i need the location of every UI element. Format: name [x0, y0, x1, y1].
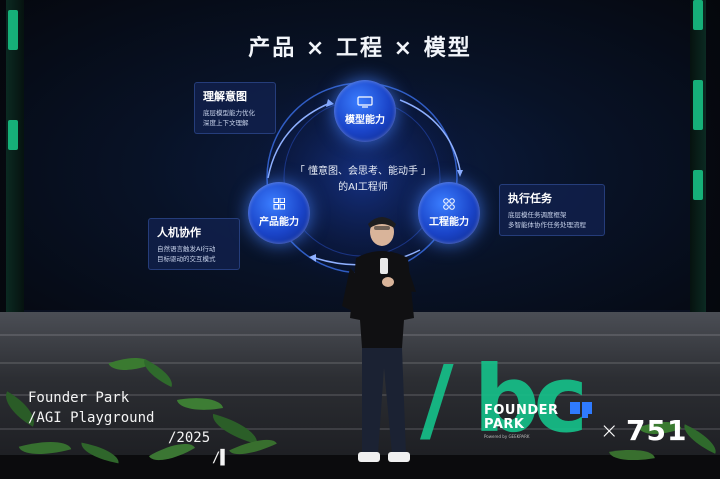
slide-title: 产品 × 工程 × 模型: [248, 36, 472, 61]
brand-separator: ×: [600, 419, 619, 444]
screen-edge-left: [6, 0, 24, 312]
logo-line1: Founder Park: [28, 390, 130, 406]
node-model: 模型能力: [334, 80, 396, 142]
node-engineering: 工程能力: [418, 182, 480, 244]
node-model-label: 模型能力: [345, 115, 385, 126]
logo-line4: /▌: [212, 450, 229, 466]
card-execute-title: 执行任务: [508, 192, 552, 205]
card-execute-line2: 多智能体协作任务处理流程: [508, 221, 586, 229]
card-collab-title: 人机协作: [157, 226, 201, 239]
card-intent-line2: 深度上下文理解: [203, 119, 249, 127]
arrow-head-left: [326, 99, 334, 107]
logo-line2: /AGI Playground: [28, 410, 155, 426]
card-collab-line2: 目标驱动的交互模式: [157, 255, 216, 263]
card-collab-line1: 自然语言触发AI行动: [157, 245, 216, 253]
stage-backdrop: [0, 312, 720, 479]
card-collab: 人机协作 自然语言触发AI行动 目标驱动的交互模式: [148, 218, 240, 270]
card-intent-title: 理解意图: [203, 90, 247, 103]
brand-park: PARK: [484, 417, 525, 432]
node-product: 产品能力: [248, 182, 310, 244]
ring-glow: [242, 58, 482, 298]
center-caption: 「 懂意图、会思考、能动手 」 的AI工程师: [278, 164, 448, 196]
center-caption-line2: 的AI工程师: [338, 182, 388, 193]
logo-line3: /2025: [168, 430, 211, 446]
monitor-icon: [357, 96, 373, 108]
arrow-arc-left: [267, 102, 331, 179]
arrow-head-bottom: [309, 254, 316, 262]
node-product-label: 产品能力: [259, 217, 299, 228]
arrow-head-right: [457, 170, 463, 177]
screen-edge-right: [690, 0, 706, 312]
grid-icon: [273, 198, 285, 210]
node-engineering-label: 工程能力: [429, 217, 469, 228]
card-intent: 理解意图 底层模型能力优化 深度上下文理解: [194, 82, 276, 134]
founder-park-agi-logo: Founder Park /AGI Playground /2025 /▌: [28, 388, 229, 468]
brand-founder: FOUNDER: [484, 403, 559, 418]
founder-park-brand: FOUNDER PARK Powered by GEEKPARK: [484, 403, 559, 440]
nodes-icon: [443, 198, 455, 210]
brand-flag-icon: [570, 402, 592, 418]
brand-powered: Powered by GEEKPARK: [484, 434, 530, 439]
card-execute: 执行任务 底层模任务调度框架 多智能体协作任务处理流程: [499, 184, 605, 236]
stage-graphic-letters: / bc: [420, 346, 588, 453]
card-execute-line1: 底层模任务调度框架: [508, 211, 567, 219]
center-caption-line1: 「 懂意图、会思考、能动手 」: [294, 166, 432, 177]
card-intent-line1: 底层模型能力优化: [203, 109, 255, 117]
arrow-arc-right: [399, 99, 461, 171]
brand-751-logo: 751: [626, 414, 688, 447]
speaker: [342, 217, 416, 462]
